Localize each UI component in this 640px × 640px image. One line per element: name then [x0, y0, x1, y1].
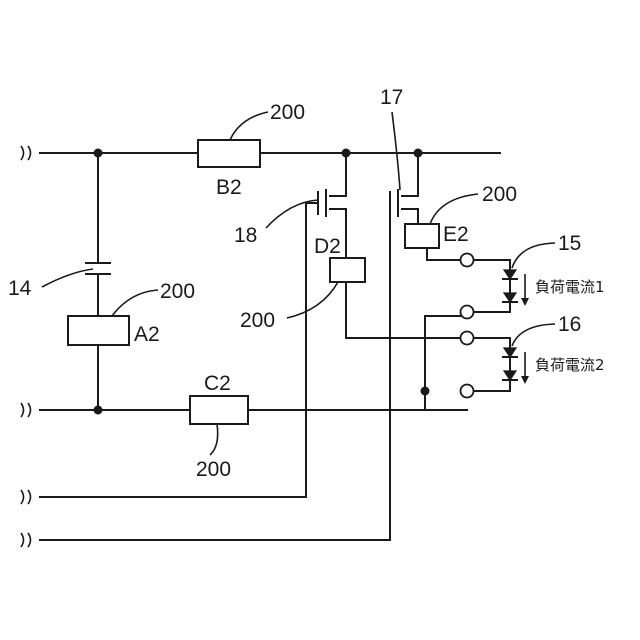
component-label-c2: C2	[204, 372, 231, 395]
junction-dot	[414, 149, 423, 158]
line-break-marks	[21, 146, 31, 547]
transistor-18	[318, 190, 326, 216]
component-a2	[68, 316, 129, 345]
terminal-circle	[461, 332, 474, 345]
component-label-d2: D2	[314, 235, 341, 258]
break-mark-bottom-bus	[21, 403, 31, 417]
current-arrow-2	[521, 352, 529, 384]
leader-17	[392, 112, 400, 190]
leader-200-a2	[112, 290, 158, 316]
break-mark-top	[21, 146, 31, 160]
load-current-2-label: 負荷電流2	[535, 356, 605, 374]
component-c2	[190, 396, 248, 424]
leader-200-e2	[430, 194, 478, 224]
transistor-18-gate-wire	[40, 203, 318, 497]
leader-18	[266, 200, 318, 228]
ref-label-200: 200	[482, 183, 517, 206]
leader-14	[42, 269, 93, 287]
load-16-wire	[467, 338, 510, 391]
component-b2	[198, 140, 260, 167]
transistor-17	[390, 190, 398, 216]
leader-200-b2	[230, 112, 268, 140]
transistor-17-source-wire	[402, 209, 418, 223]
ref-label-200: 200	[270, 101, 305, 124]
ref-label-200: 200	[160, 280, 195, 303]
terminals	[461, 254, 474, 398]
leader-16	[512, 324, 555, 346]
break-mark-gate-18	[21, 490, 31, 504]
transistor-17-drain-wire	[402, 153, 418, 196]
terminal-circle	[461, 385, 474, 398]
component-label-a2: A2	[134, 323, 160, 346]
junction-dot	[421, 387, 430, 396]
component-e2	[405, 224, 439, 248]
ref-label-200: 200	[196, 458, 231, 481]
ref-label-17: 17	[380, 86, 403, 109]
junction-dot	[342, 149, 351, 158]
ref-label-16: 16	[558, 313, 581, 336]
wiring	[40, 153, 510, 540]
component-label-e2: E2	[443, 223, 469, 246]
leader-200-d2	[287, 282, 338, 318]
leader-15	[512, 243, 555, 268]
ref-label-14: 14	[8, 277, 32, 300]
transistor-18-drain-wire	[330, 153, 346, 196]
component-d2	[330, 258, 365, 282]
terminal-circle	[461, 254, 474, 267]
junction-dot	[94, 149, 103, 158]
leader-lines	[42, 112, 555, 455]
load-15-wire	[467, 260, 510, 312]
terminal-circle	[461, 306, 474, 319]
load-current-1-label: 負荷電流1	[535, 278, 605, 296]
junction-dot	[94, 406, 103, 415]
junctions	[94, 149, 430, 415]
ref-label-18: 18	[234, 224, 257, 247]
leader-200-c2	[210, 424, 218, 455]
current-arrow-1	[521, 274, 529, 306]
break-mark-gate-17	[21, 533, 31, 547]
ref-label-15: 15	[558, 232, 581, 255]
capacitor-14	[86, 263, 110, 274]
component-label-b2: B2	[216, 176, 242, 199]
ref-label-200: 200	[240, 309, 275, 332]
return-column-wire	[425, 316, 467, 410]
d2-output-wire	[346, 282, 467, 338]
